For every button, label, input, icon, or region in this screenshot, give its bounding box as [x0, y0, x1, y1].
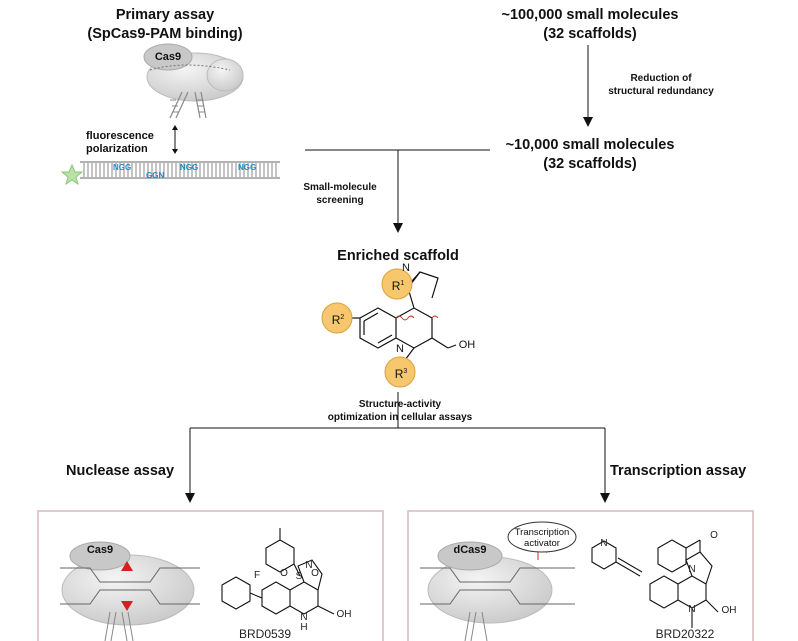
- pam-seq-4: GGN: [146, 171, 165, 180]
- pam-seq-2: NGG: [180, 163, 199, 172]
- primary-assay-title: Primary assay(SpCas9-PAM binding): [87, 7, 243, 42]
- brd20322-n2: N: [688, 604, 696, 615]
- scaffold-oh: OH: [458, 339, 476, 351]
- cas9-nuclease-label: Cas9: [86, 544, 114, 556]
- brd20322-o: O: [710, 530, 718, 541]
- enriched-scaffold-title: Enriched scaffold: [337, 248, 459, 264]
- dna-strand-primary: [80, 161, 280, 179]
- r2-label: R2: [331, 313, 345, 327]
- r1-group-badge: [381, 268, 413, 300]
- nuclease-assay-title: Nuclease assay: [66, 463, 175, 479]
- r3-group-badge: [384, 356, 416, 388]
- brd0539-f: F: [253, 570, 261, 581]
- dcas9-label: dCas9: [453, 544, 487, 556]
- cas9-cartoon-primary: [143, 43, 244, 119]
- pam-seq-3: NGG: [238, 163, 257, 172]
- brd0539-o1: O: [280, 568, 288, 579]
- brd20322-n-pyridine: N: [600, 538, 608, 549]
- brd0539-n: N: [305, 560, 313, 571]
- scaffold-n-bottom: N: [396, 343, 404, 355]
- brd0539-oh: OH: [336, 609, 352, 620]
- cut-down-icon: [121, 601, 133, 611]
- brd20322-label: BRD20322: [655, 627, 715, 641]
- brd0539-nh-h: H: [300, 622, 308, 633]
- fluorophore-star-icon: [60, 163, 84, 186]
- brd20322-oh: OH: [721, 605, 737, 616]
- library-top: ~100,000 small molecules(32 scaffolds): [501, 7, 679, 42]
- brd0539-s: S: [295, 571, 303, 582]
- pam-seq-1: NGG: [113, 163, 132, 172]
- dcas9-cartoon: [420, 521, 577, 641]
- activator-bubble: [507, 521, 577, 553]
- cut-up-icon: [121, 561, 133, 571]
- r2-group-badge: [321, 302, 353, 334]
- cas9-cartoon-nuclease: [60, 541, 200, 641]
- scaffold-n-top: N: [402, 262, 410, 274]
- brd20322-n1: N: [688, 564, 696, 575]
- brd0539-label: BRD0539: [238, 627, 292, 641]
- r3-label: R3: [394, 367, 408, 381]
- library-mid: ~10,000 small molecules(32 scaffolds): [505, 137, 675, 172]
- brd0539-structure: [221, 528, 335, 615]
- brd0539-o2: O: [311, 568, 319, 579]
- brd0539-nh-n: N: [300, 612, 308, 623]
- brd20322-structure: [591, 539, 719, 628]
- cas9-label: Cas9: [154, 51, 182, 63]
- transcription-assay-title: Transcription assay: [610, 463, 747, 479]
- r1-label: R1: [391, 279, 405, 293]
